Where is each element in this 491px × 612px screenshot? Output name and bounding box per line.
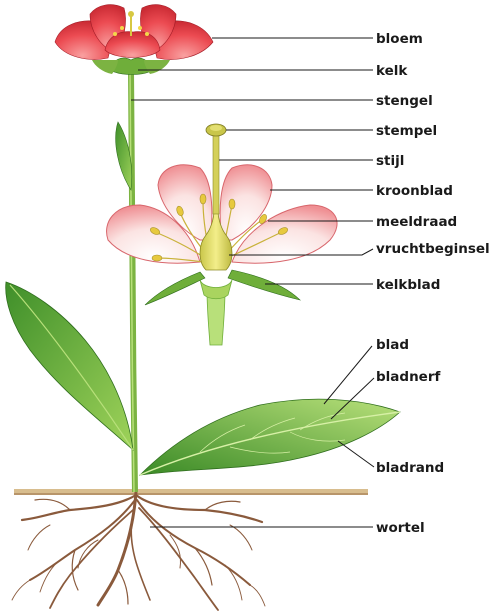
root-system <box>12 492 265 610</box>
label-wortel: wortel <box>376 520 425 536</box>
label-bloem: bloem <box>376 31 423 47</box>
label-bladrand: bladrand <box>376 460 444 476</box>
labels: bloem kelk stengel stempel stijl kroonbl… <box>376 31 490 536</box>
label-kelk: kelk <box>376 63 408 79</box>
right-leaf <box>140 399 400 475</box>
label-stijl: stijl <box>376 153 404 169</box>
label-kroonblad: kroonblad <box>376 183 453 199</box>
label-meeldraad: meeldraad <box>376 214 457 230</box>
leader-bladrand <box>338 441 374 467</box>
flower-cross-section <box>107 124 337 345</box>
label-bladnerf: bladnerf <box>376 369 440 385</box>
label-blad: blad <box>376 337 409 353</box>
label-vruchtbeginsel: vruchtbeginsel <box>376 241 490 257</box>
leader-blad <box>324 346 372 404</box>
left-leaf <box>6 282 133 450</box>
top-flower <box>55 5 213 75</box>
soil-layer <box>14 489 368 495</box>
label-kelkblad: kelkblad <box>376 277 440 293</box>
label-stengel: stengel <box>376 93 433 109</box>
label-stempel: stempel <box>376 123 437 139</box>
